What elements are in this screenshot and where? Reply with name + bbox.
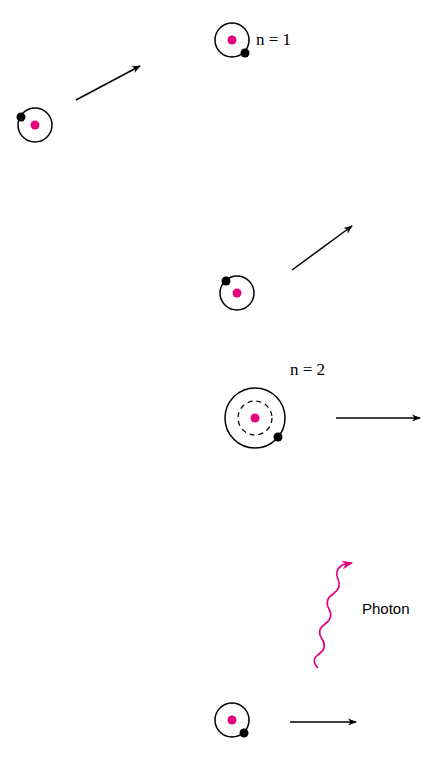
motion-arrow — [292, 226, 352, 270]
atom — [215, 23, 250, 58]
level-label: n = 1 — [256, 30, 291, 50]
motion-arrow — [290, 721, 356, 723]
motion-arrow — [76, 66, 140, 100]
photon-wave — [314, 563, 352, 668]
atom — [220, 276, 254, 310]
excited-atom — [225, 388, 285, 448]
motion-arrow — [336, 417, 420, 419]
photon-label: Photon — [362, 600, 410, 618]
atom — [17, 108, 53, 142]
level-label: n = 2 — [290, 360, 325, 380]
atom — [215, 703, 249, 738]
